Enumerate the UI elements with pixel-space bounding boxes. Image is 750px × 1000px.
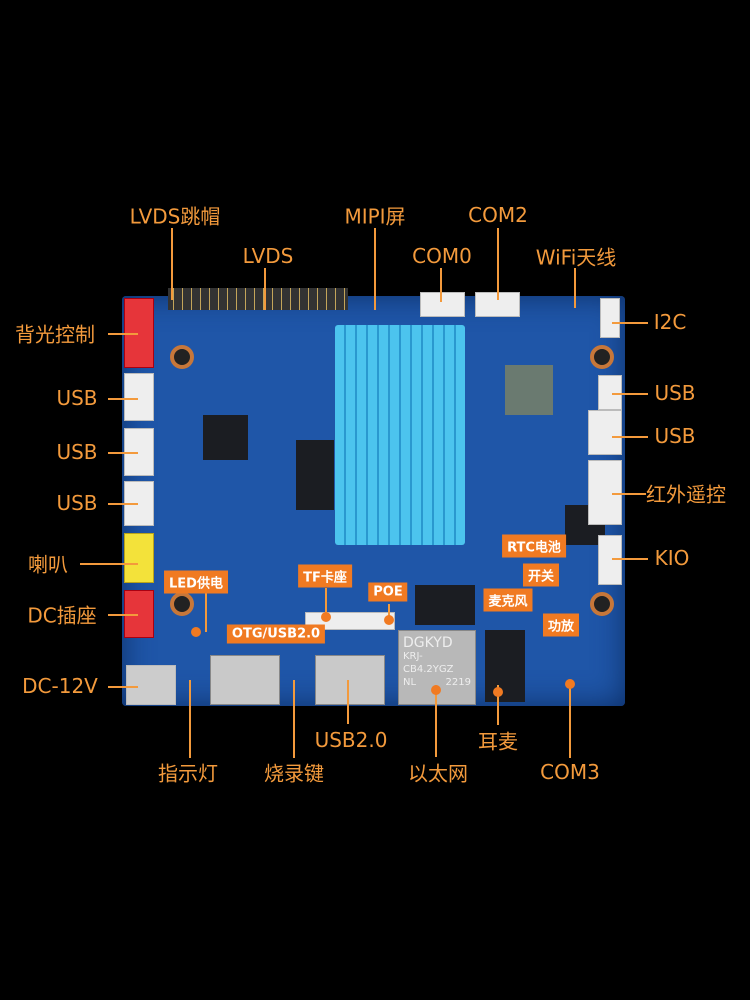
speaker-connector [124,533,154,583]
usb-connector [598,375,622,410]
tag-amp: 功放 [542,613,580,637]
rj45-model: KRJ-CB4.2YGZ [403,651,454,675]
label-lvds: LVDS [242,244,294,268]
rj45-mark: NL [403,677,417,688]
pin-header [168,288,348,310]
usb-connector [124,373,154,421]
tag-poe: POE [368,582,408,602]
label-indicator: 指示灯 [158,761,218,786]
headset-jack [485,630,525,702]
label-kio: KIO [654,546,690,570]
label-dc-socket: DC插座 [27,603,97,628]
tag-switch: 开关 [522,563,560,587]
label-wifi: WiFi天线 [535,245,617,270]
otg-usb-port [210,655,280,705]
label-backlight: 背光控制 [15,322,95,347]
label-mipi: MIPI屏 [344,204,406,229]
label-usb: USB [56,440,98,464]
label-lvds-jumper: LVDS跳帽 [129,204,221,229]
ir-connector [588,460,622,525]
tag-led-power: LED供电 [164,570,228,594]
tag-rtc: RTC电池 [502,534,566,558]
label-burn-key: 烧录键 [264,761,324,786]
mount-hole [170,592,194,616]
chip [415,585,475,625]
rj45-date: 2219 [445,677,471,688]
i2c-connector [600,298,620,338]
mount-hole [590,345,614,369]
label-usb: USB [654,381,696,405]
usb2-port [315,655,385,705]
chip [296,440,334,510]
label-usb: USB [56,491,98,515]
tag-mic: 麦克风 [483,588,533,612]
label-usb: USB [56,386,98,410]
heatsink [335,325,465,545]
label-com0: COM0 [412,244,472,268]
tag-otg: OTG/USB2.0 [226,624,326,644]
label-i2c: I2C [653,310,687,334]
label-headset: 耳麦 [478,729,518,754]
label-ir-remote: 红外遥控 [646,482,726,507]
rj45-brand: DGKYD [403,635,453,651]
label-speaker: 喇叭 [28,552,68,577]
com0-connector [420,292,465,317]
label-usb20: USB2.0 [314,728,388,752]
mount-hole [590,592,614,616]
label-ethernet: 以太网 [408,761,468,786]
mount-hole [170,345,194,369]
kio-connector [598,535,622,585]
tag-tf-slot: TF卡座 [298,564,352,588]
label-usb: USB [654,424,696,448]
label-com3: COM3 [540,760,600,784]
usb-connector [588,410,622,455]
chip [203,415,248,460]
label-dc12v: DC-12V [22,674,98,698]
wifi-module [505,365,553,415]
usb-connector [124,428,154,476]
dc-jack [126,665,176,705]
label-com2: COM2 [468,203,528,227]
